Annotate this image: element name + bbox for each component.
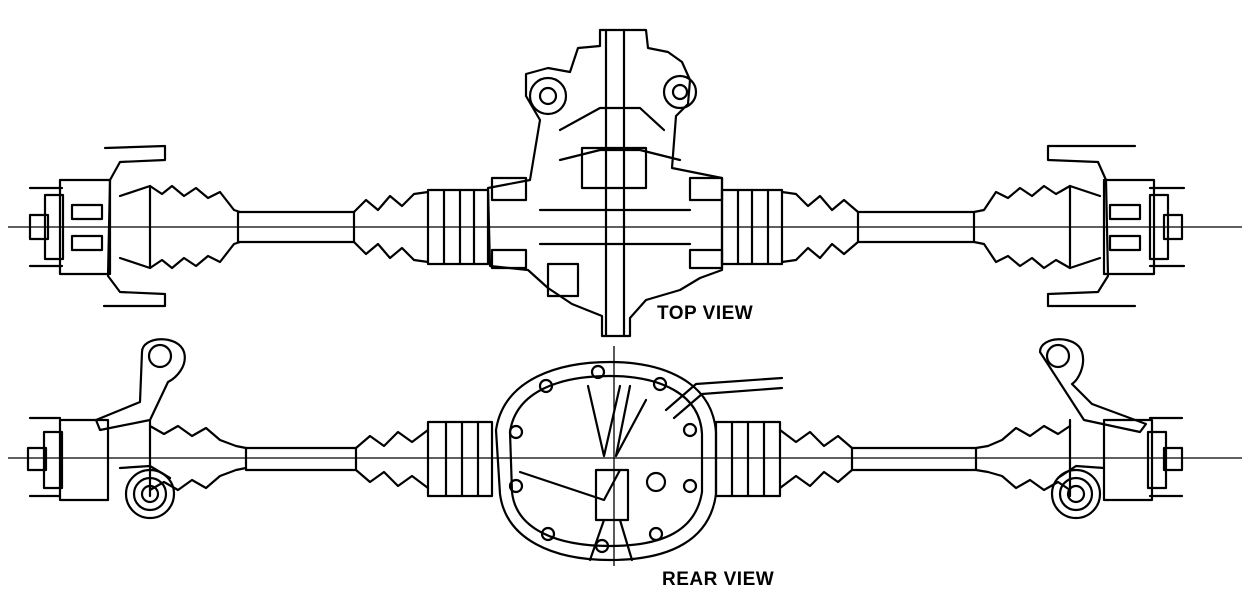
top-left-halfshaft <box>236 210 356 244</box>
top-right-inner-boot <box>720 188 860 266</box>
rear-view-label: REAR VIEW <box>662 569 775 590</box>
top-view-assembly <box>8 28 1242 338</box>
rear-left-hub <box>26 338 186 520</box>
rear-left-outer-boot <box>148 418 248 498</box>
top-left-hub <box>28 144 167 308</box>
top-view-label: TOP VIEW <box>657 303 754 324</box>
rear-left-halfshaft <box>244 446 358 472</box>
rear-differential-cover <box>494 346 718 566</box>
top-right-halfshaft <box>856 210 976 244</box>
rear-view-assembly <box>8 338 1242 566</box>
top-differential <box>486 28 724 338</box>
rear-right-halfshaft <box>850 446 978 472</box>
rear-left-inner-boot <box>354 420 494 498</box>
rear-right-outer-boot <box>974 418 1072 498</box>
rear-right-hub <box>1038 338 1184 520</box>
top-left-outer-boot <box>118 184 242 270</box>
top-right-outer-boot <box>972 184 1102 270</box>
top-right-hub <box>1046 144 1186 308</box>
rear-right-inner-boot <box>714 420 854 498</box>
vent-hose <box>664 376 784 420</box>
